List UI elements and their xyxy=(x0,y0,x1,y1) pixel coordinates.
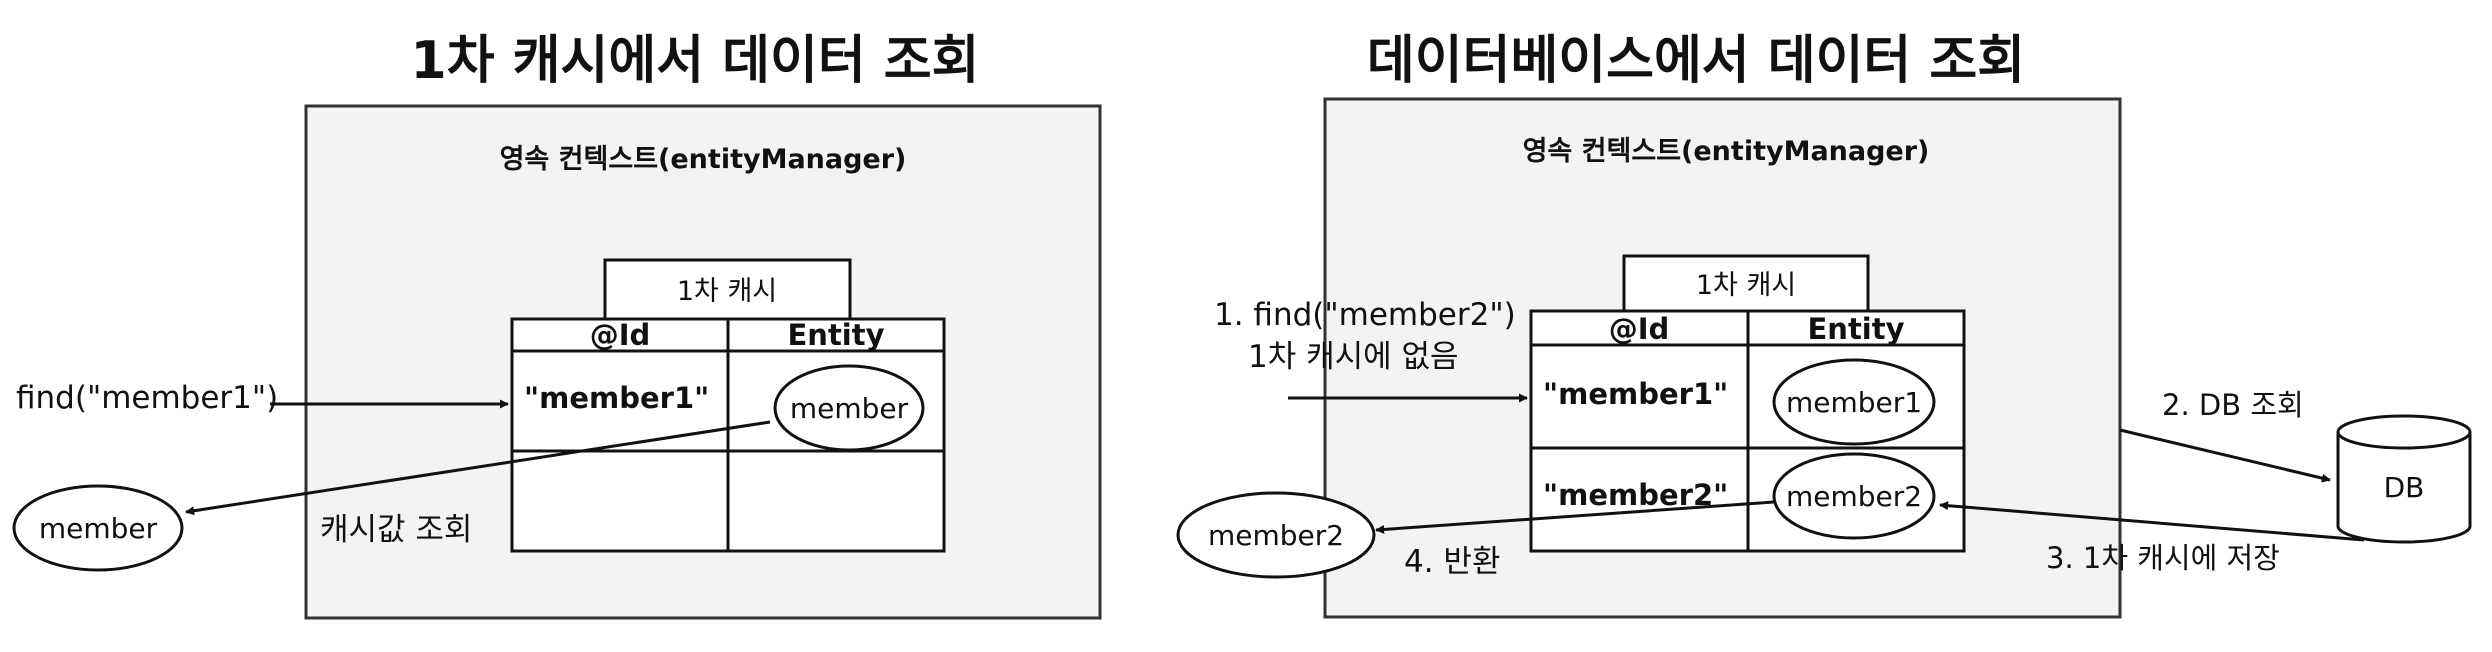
right-step1-line1: 1. find("member2") xyxy=(1214,297,1516,333)
left-find-call: find("member1") xyxy=(16,380,278,416)
db-cylinder-top xyxy=(2336,414,2472,450)
left-result-node xyxy=(12,484,184,572)
left-col-entity: Entity xyxy=(787,318,884,352)
right-row1-entity: member1 xyxy=(1786,386,1922,419)
left-col-id: @Id xyxy=(590,318,651,352)
right-db-lookup-arrow xyxy=(2119,428,2331,483)
right-cache-label: 1차 캐시 xyxy=(1696,270,1796,301)
left-row1-entity: member xyxy=(790,392,909,425)
left-row1-key: "member1" xyxy=(524,381,709,415)
right-store-arrow xyxy=(1939,501,2365,542)
right-col-entity: Entity xyxy=(1807,312,1904,346)
right-step4: 4. 반환 xyxy=(1404,544,1500,580)
right-cache-table: @Id Entity "member1" member1 "member2" m… xyxy=(1529,309,1966,553)
left-context-label: 영속 컨텍스트(entityManager) xyxy=(500,144,907,175)
left-cache-tab xyxy=(603,258,852,321)
right-row2-entity-node xyxy=(1772,452,1936,540)
right-row1-entity-node xyxy=(1772,358,1936,446)
right-step2: 2. DB 조회 xyxy=(2162,388,2304,422)
left-cache-label: 1차 캐시 xyxy=(677,276,777,307)
left-panel: 1차 캐시에서 데이터 조회 영속 컨텍스트(entityManager) 1차… xyxy=(12,31,1102,620)
left-cache-table: @Id Entity "member1" member xyxy=(510,317,946,553)
right-context-label: 영속 컨텍스트(entityManager) xyxy=(1523,136,1930,167)
left-return-arrow xyxy=(185,420,771,516)
right-result: member2 xyxy=(1208,519,1344,552)
right-result-node xyxy=(1176,491,1376,579)
db-cylinder-body xyxy=(2336,432,2472,544)
right-return-arrow xyxy=(1375,500,1775,534)
db-cylinder: DB xyxy=(2336,414,2472,544)
right-col-id: @Id xyxy=(1609,312,1670,346)
left-title: 1차 캐시에서 데이터 조회 xyxy=(411,31,980,91)
left-result: member xyxy=(39,512,158,545)
right-row2-entity: member2 xyxy=(1786,480,1922,513)
right-step1-line2: 1차 캐시에 없음 xyxy=(1248,339,1459,375)
right-row1-key: "member1" xyxy=(1543,377,1728,411)
right-step3: 3. 1차 캐시에 저장 xyxy=(2046,541,2280,575)
right-panel: 데이터베이스에서 데이터 조회 영속 컨텍스트(entityManager) 1… xyxy=(1176,31,2472,619)
db-label: DB xyxy=(2384,471,2425,504)
left-lookup-label: 캐시값 조회 xyxy=(320,512,472,548)
right-title: 데이터베이스에서 데이터 조회 xyxy=(1367,31,2025,91)
left-row1-entity-node xyxy=(773,364,925,452)
right-cache-tab xyxy=(1622,254,1870,313)
